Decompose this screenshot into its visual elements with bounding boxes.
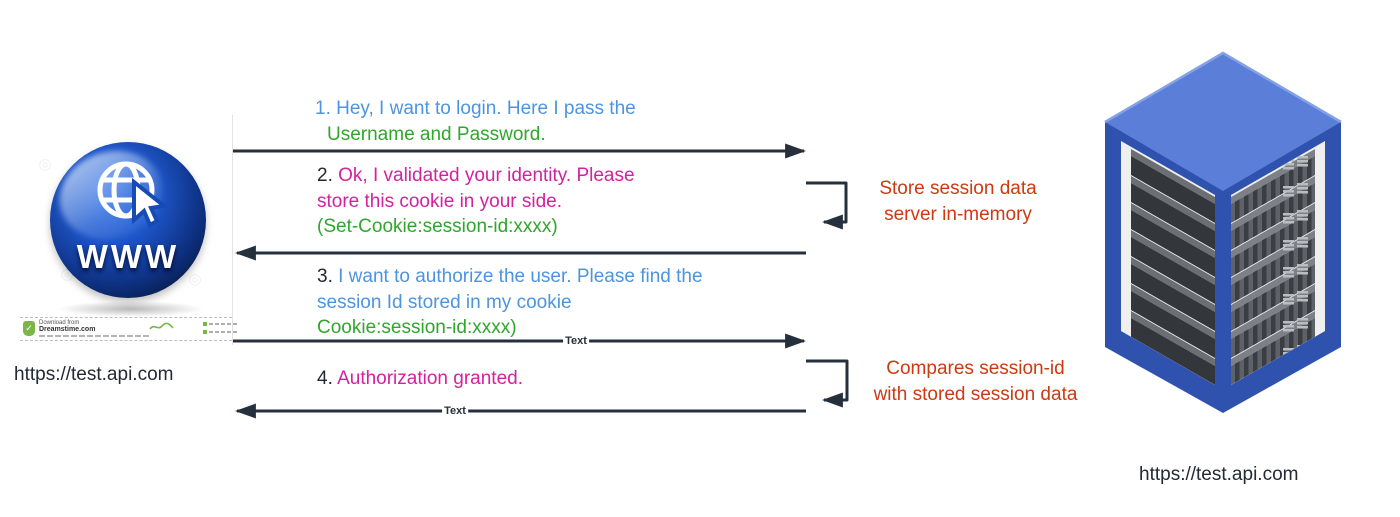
- message-text: session Id stored in my cookie: [317, 291, 572, 313]
- arrow-label: Text: [563, 335, 589, 347]
- message-line: store this cookie in your side.: [317, 189, 635, 215]
- www-label: WWW: [76, 238, 180, 275]
- watermark-author-row: [203, 330, 243, 334]
- annotation-line: server in-memory: [884, 203, 1032, 225]
- globe-cursor-icon: [97, 161, 168, 228]
- client-url: https://test.api.com: [14, 364, 174, 385]
- watermark-id-row: [203, 322, 243, 326]
- arrow-label: Text: [442, 405, 468, 417]
- server-url: https://test.api.com: [1139, 464, 1299, 485]
- client-stock-image: ◎ ◎ ◎ ◎ WWW ✓ Download from Dreamstime.c…: [20, 115, 239, 345]
- message-text: (Set-Cookie:session-id:xxxx): [317, 216, 558, 237]
- message-line: 3. I want to authorize the user. Please …: [317, 264, 703, 290]
- message-line: 4. Authorization granted.: [317, 366, 523, 392]
- self-loop-store-session: [806, 181, 848, 230]
- message-text: Username and Password.: [327, 123, 546, 145]
- message-line: Cookie:session-id:xxxx): [317, 315, 703, 341]
- shield-icon: ✓: [23, 321, 35, 336]
- annotation-line: Store session data: [879, 178, 1037, 199]
- message-line: session Id stored in my cookie: [317, 290, 703, 316]
- message-number: 4.: [317, 368, 338, 389]
- message-number: 2.: [317, 165, 339, 186]
- watermark-glyph: ◎: [35, 153, 55, 175]
- message-4: 4. Authorization granted.: [317, 366, 523, 392]
- www-globe-icon: WWW: [48, 138, 206, 298]
- message-line: (Set-Cookie:session-id:xxxx): [317, 214, 635, 240]
- message-text: Ok, I validated your identity. Please: [338, 165, 635, 186]
- message-text: Cookie:session-id:xxxx): [317, 317, 517, 338]
- annotation-line: Compares session-id: [886, 358, 1065, 379]
- message-number: 3.: [317, 266, 339, 287]
- message-line: 2. Ok, I validated your identity. Please: [317, 163, 635, 189]
- annotation-store-session: Store session data server in-memory: [858, 176, 1058, 227]
- signature-squiggle-icon: [149, 322, 174, 330]
- message-1: 1. Hey, I want to login. Here I pass the…: [315, 96, 636, 147]
- message-3: 3. I want to authorize the user. Please …: [317, 264, 703, 341]
- message-2: 2. Ok, I validated your identity. Please…: [317, 163, 635, 240]
- watermark-text: Download from: [39, 320, 80, 326]
- watermark-fineprint: [39, 335, 149, 337]
- sphere-shadow: [58, 301, 204, 317]
- server-rack-icon: [1104, 51, 1342, 413]
- stock-watermark-bar: ✓ Download from Dreamstime.com: [20, 317, 239, 341]
- message-line: 1. Hey, I want to login. Here I pass the: [315, 96, 636, 122]
- message-text: I want to authorize the user. Please fin…: [338, 266, 703, 287]
- watermark-text: Dreamstime.com: [39, 326, 96, 333]
- message-text: Authorization granted.: [337, 368, 523, 389]
- annotation-compare-session: Compares session-id with stored session …: [853, 356, 1098, 407]
- message-text: 1. Hey, I want to login. Here I pass the: [315, 98, 636, 119]
- message-line: Username and Password.: [315, 122, 636, 148]
- server-top-highlight: [1104, 51, 1342, 124]
- cursor-icon: [132, 177, 168, 228]
- self-loop-compare-session: [806, 359, 849, 408]
- message-text: store this cookie in your side.: [317, 190, 563, 212]
- annotation-line: with stored session data: [873, 383, 1078, 405]
